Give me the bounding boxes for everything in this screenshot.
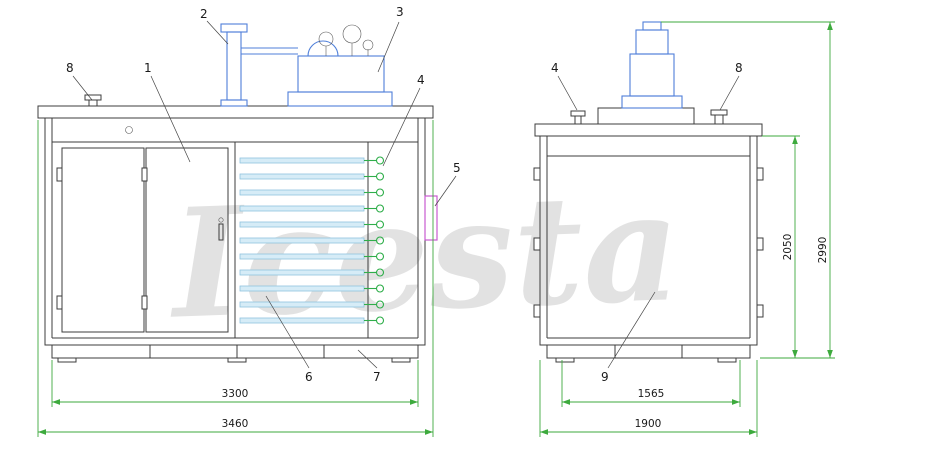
pressure-gauge	[362, 39, 374, 51]
callout-6: 6	[305, 370, 313, 384]
foot-pad	[717, 357, 737, 363]
side-valve-small	[570, 110, 586, 125]
foot-pad	[227, 357, 247, 363]
front-base-skid	[51, 344, 419, 363]
door-hinge	[141, 295, 148, 310]
callout-7: 7	[373, 370, 381, 384]
front-view: 2 3 8 1 4 5 6 7 3300 3460	[37, 5, 461, 437]
foot-pad	[555, 357, 575, 363]
hydraulic-power-unit	[220, 23, 393, 107]
door-right	[145, 147, 229, 333]
side-vent-valve	[710, 109, 728, 125]
pressure-gauge	[318, 31, 334, 47]
side-port	[424, 195, 438, 241]
pressure-gauge	[342, 24, 362, 44]
motor-dome	[307, 40, 339, 57]
plate-valve-row	[364, 156, 385, 325]
cylinder-cap	[220, 23, 248, 33]
side-base-skid	[546, 344, 751, 363]
front-roof-band	[37, 105, 434, 119]
side-panel-tabs	[533, 167, 764, 318]
callout-2: 2	[200, 7, 208, 21]
front-vent-valve	[84, 94, 102, 107]
callout-9: 9	[601, 370, 609, 384]
front-doors	[56, 147, 229, 333]
side-roof-band	[534, 123, 763, 137]
callout-8-front: 8	[66, 61, 74, 75]
callout-5: 5	[453, 161, 461, 175]
side-callouts: 4 8 9	[551, 61, 743, 384]
door-handle	[218, 223, 224, 241]
door-hinge	[56, 167, 63, 182]
callout-8-side: 8	[735, 61, 743, 75]
hydraulic-cylinder	[226, 31, 242, 101]
callout-1: 1	[144, 61, 152, 75]
motor-side	[635, 29, 669, 55]
pump-flange	[621, 95, 683, 109]
motor-cap	[642, 21, 662, 31]
dim-side-inner-width: 1565	[638, 388, 665, 400]
front-callouts: 2 3 8 1 4 5 6 7	[66, 5, 461, 384]
side-view: 4 8 9 1565 1900 2050 2990	[533, 21, 835, 437]
foot-pad	[391, 357, 411, 363]
callout-4-front: 4	[417, 73, 425, 87]
pump-tower	[621, 21, 683, 109]
pump-body-side	[629, 53, 675, 97]
front-top-fitting	[125, 126, 133, 134]
door-left	[61, 147, 145, 333]
dim-side-body-height: 2050	[782, 234, 794, 261]
door-hinge	[56, 295, 63, 310]
cylinder-flange	[220, 99, 248, 107]
callout-3: 3	[396, 5, 404, 19]
dim-side-overall-height: 2990	[817, 237, 829, 264]
front-dimensions: 3300 3460	[37, 120, 434, 437]
dim-side-overall-width: 1900	[635, 418, 662, 430]
dim-front-inner-width: 3300	[222, 388, 249, 400]
door-hinge	[141, 167, 148, 182]
dim-front-overall-width: 3460	[222, 418, 249, 430]
door-handle-knob	[218, 217, 224, 223]
roof-platform	[597, 107, 695, 125]
callout-4-side: 4	[551, 61, 559, 75]
side-dimensions: 1565 1900 2050 2990	[539, 21, 835, 437]
pump-body	[297, 55, 385, 93]
foot-pad	[57, 357, 77, 363]
pump-base-plate	[287, 91, 393, 107]
